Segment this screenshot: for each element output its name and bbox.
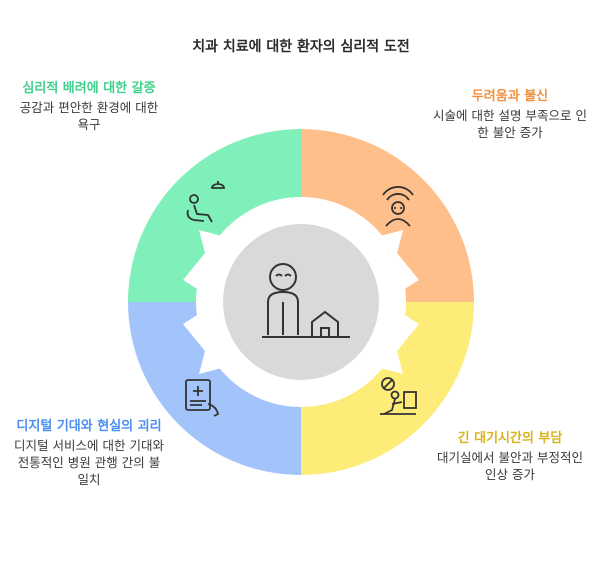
body-bottom-left: 디지털 서비스에 대한 기대와 전통적인 병원 관행 간의 불일치 (14, 438, 164, 487)
patient-and-house-icon (262, 263, 350, 338)
digital-device-icon (185, 379, 220, 417)
notch-bottom-left (183, 312, 249, 390)
ring-notches (183, 214, 419, 390)
body-bottom-right: 대기실에서 불안과 부정적인 인상 증가 (437, 450, 583, 482)
center-circle (223, 224, 379, 380)
notch-top-right (353, 214, 419, 292)
notch-bottom-right (353, 312, 419, 390)
heading-bottom-left: 디지털 기대와 현실의 괴리 (16, 419, 162, 434)
heading-top-left: 심리적 배려에 대한 갈증 (22, 81, 156, 96)
text-block-top-right: 두려움과 불신 시술에 대한 설명 부족으로 인한 불안 증가 (430, 88, 590, 141)
worried-person-icon (382, 186, 414, 227)
heading-bottom-right: 긴 대기시간의 부담 (457, 431, 563, 446)
text-block-bottom-right: 긴 대기시간의 부담 대기실에서 불안과 부정적인 인상 증가 (430, 430, 590, 483)
text-block-bottom-left: 디지털 기대와 현실의 괴리 디지털 서비스에 대한 기대와 전통적인 병원 관… (14, 418, 164, 488)
waiting-person-icon (380, 377, 417, 415)
body-top-left: 공감과 편안한 환경에 대한 욕구 (19, 100, 159, 132)
body-top-right: 시술에 대한 설명 부족으로 인한 불안 증가 (433, 108, 587, 140)
text-block-top-left: 심리적 배려에 대한 갈증 공감과 편안한 환경에 대한 욕구 (14, 80, 164, 133)
notch-top-left (183, 214, 249, 292)
heading-top-right: 두려움과 불신 (471, 89, 549, 104)
reclining-person-icon (186, 181, 225, 223)
diagram-title: 치과 치료에 대한 환자의 심리적 도전 (192, 39, 410, 55)
